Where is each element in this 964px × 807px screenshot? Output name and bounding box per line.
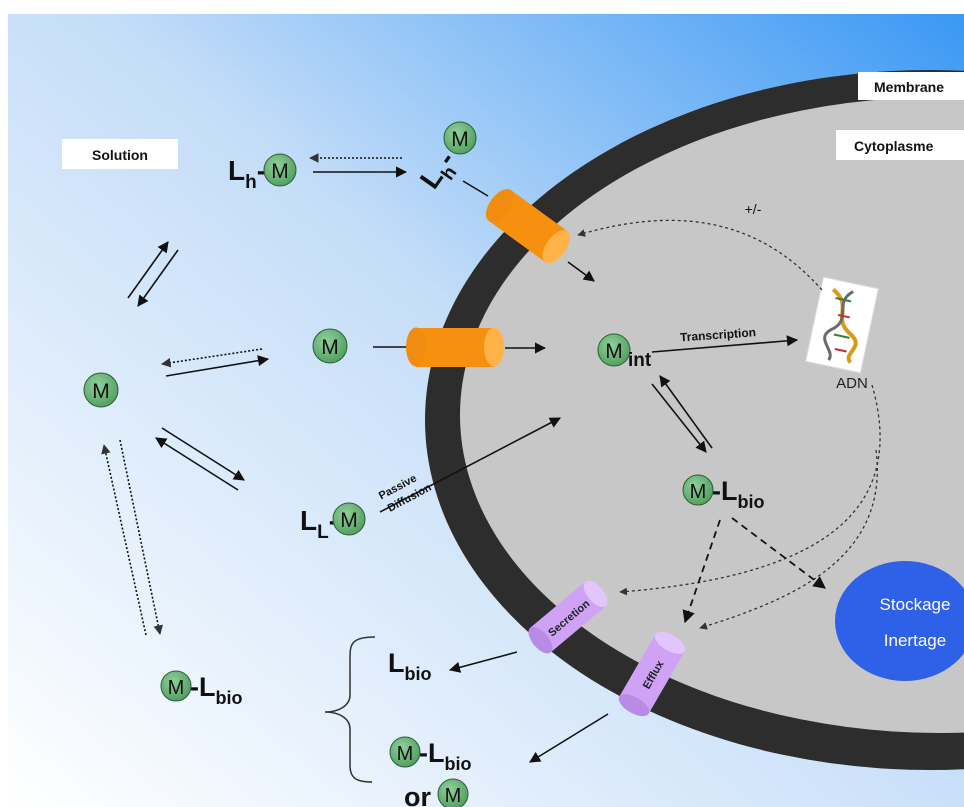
svg-text:M: M bbox=[271, 160, 289, 183]
svg-text:M: M bbox=[92, 380, 110, 403]
lh-m-bound-metal: M bbox=[443, 121, 477, 155]
efflux-transporter: Efflux bbox=[618, 631, 686, 717]
lh-m-complex: Lh- M bbox=[228, 153, 297, 193]
cell-cytoplasm bbox=[460, 97, 964, 733]
m-lbio-product: M -Lbio bbox=[389, 736, 472, 774]
mlbio-fate-arrows bbox=[682, 517, 827, 624]
solution-label: Solution bbox=[62, 139, 178, 169]
channel-lh bbox=[485, 188, 571, 264]
regulation-arrows bbox=[577, 219, 881, 630]
svg-text:-Lbio: -Lbio bbox=[190, 672, 243, 708]
regulation-label: +/- bbox=[745, 201, 762, 217]
metal-internal: M int bbox=[597, 333, 652, 371]
ll-m-complex: LL- M bbox=[300, 502, 366, 543]
svg-text:Cytoplasme: Cytoplasme bbox=[854, 138, 934, 154]
m-lbio-internal: M -Lbio bbox=[682, 474, 765, 512]
adn-icon: ADN bbox=[805, 276, 879, 392]
svg-text:M: M bbox=[168, 677, 185, 699]
svg-text:-Lbio: -Lbio bbox=[712, 476, 765, 512]
svg-text:or: or bbox=[404, 782, 431, 807]
channel-m bbox=[406, 327, 504, 367]
svg-text:M: M bbox=[445, 785, 462, 807]
or-m-product: or M bbox=[404, 778, 469, 807]
svg-text:Inertage: Inertage bbox=[884, 631, 946, 650]
svg-text:int: int bbox=[628, 350, 652, 371]
svg-text:M: M bbox=[321, 336, 339, 359]
svg-text:M: M bbox=[451, 128, 469, 151]
svg-text:Solution: Solution bbox=[92, 147, 148, 163]
membrane-label: Membrane bbox=[858, 72, 964, 100]
svg-text:Membrane: Membrane bbox=[874, 79, 944, 95]
svg-text:Lbio: Lbio bbox=[388, 648, 432, 684]
cytoplasme-label: Cytoplasme bbox=[836, 130, 964, 160]
svg-text:M: M bbox=[340, 509, 358, 532]
product-brace bbox=[324, 636, 376, 783]
svg-text:-Lbio: -Lbio bbox=[419, 738, 472, 774]
m-lbio-solution: M -Lbio bbox=[160, 670, 243, 708]
svg-text:Stockage: Stockage bbox=[880, 595, 951, 614]
lbio-product: Lbio bbox=[388, 648, 432, 684]
svg-text:M: M bbox=[605, 340, 623, 363]
svg-text:Lh-: Lh- bbox=[228, 155, 266, 193]
metal-ball-middle: M bbox=[312, 328, 348, 364]
svg-text:M: M bbox=[690, 481, 707, 503]
svg-text:Transcription: Transcription bbox=[680, 325, 757, 344]
solution-arrows bbox=[101, 153, 799, 763]
metal-ball-free: M bbox=[83, 372, 119, 408]
transcription-label: Transcription bbox=[680, 325, 757, 344]
stockage-vacuole: Stockage Inertage bbox=[835, 561, 964, 681]
svg-text:M: M bbox=[397, 743, 414, 765]
svg-text:ADN: ADN bbox=[836, 375, 868, 392]
